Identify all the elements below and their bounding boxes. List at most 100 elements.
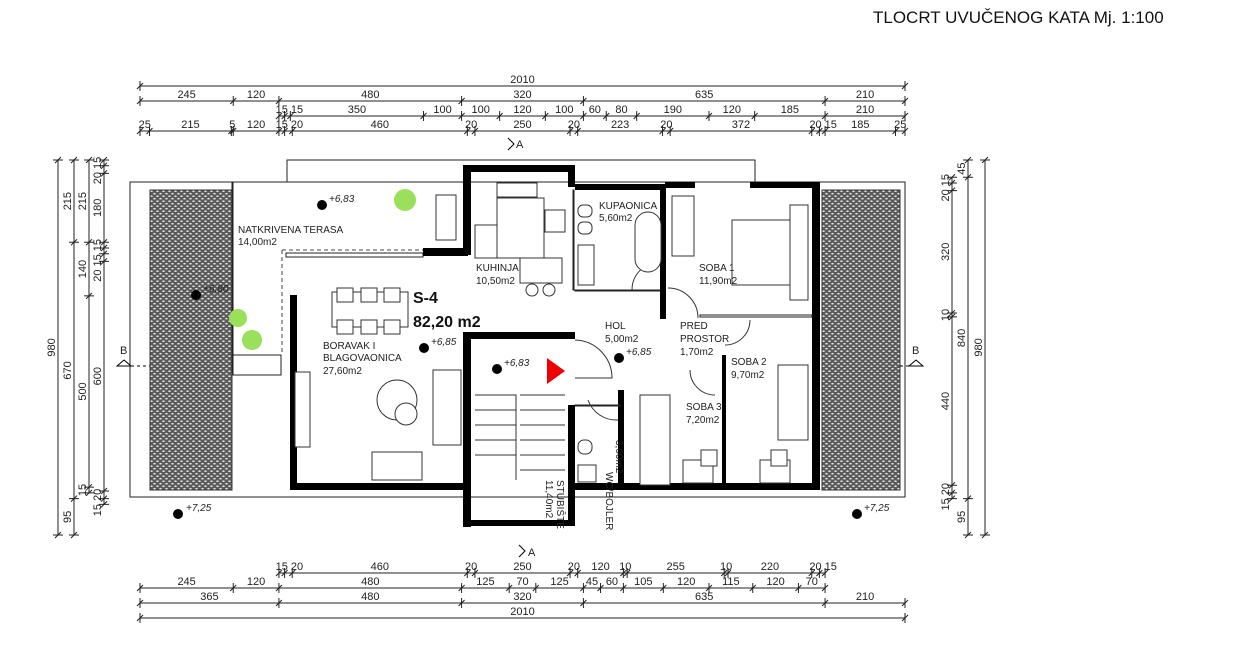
dimension-tick [705,111,713,121]
dimension-tick [566,126,574,136]
dimension-value: 15 [276,119,288,131]
dimension-tick [471,568,479,578]
dimension-value: 320 [513,89,531,101]
section-b-left: B [120,345,127,357]
dimension-value: 440 [940,392,952,410]
dimension-value: 60 [589,104,601,116]
dimension-tick [463,126,471,136]
dimension-value: 25 [894,119,906,131]
dimension-tick [496,111,504,121]
dimension-tick [947,495,957,503]
dimension-value: 20 [809,119,821,131]
dimension-value: 223 [611,119,629,131]
room-name: SOBA 1 [699,263,735,274]
dimension-tick [505,583,513,593]
dimension-value: 20 [660,119,672,131]
dimension-tick [901,96,909,106]
dimension-value: 245 [177,576,195,588]
dimension-tick [808,126,816,136]
dimension-tick [99,495,109,503]
drawing-title: TLOCRT UVUČENOG KATA Mj. 1:100 [873,8,1164,27]
dimension-tick [751,111,759,121]
dimension-value: 80 [615,104,627,116]
dimension-tick [623,568,631,578]
dimension-value: 20 [465,119,477,131]
dimension-tick [53,156,63,164]
dimension-tick [580,583,587,593]
dimension-value: 100 [471,104,489,116]
dimension-tick [136,613,144,623]
elevation-markers: +6,83 +6,80 +6,85 +6,83 +6,85 +7,25 +7,2… [173,194,890,519]
dimension-tick [816,126,823,136]
dimension-tick [892,126,899,136]
dimension-value: 15 [940,498,952,510]
dimension-value: 20 [92,270,104,282]
dimension-value: 15 [77,484,89,496]
room-area: 14,00m2 [238,237,277,248]
dimension-tick [795,583,802,593]
dimension-tick [821,598,829,608]
dimension-value: 15 [276,104,288,116]
dimension-tick [620,583,627,593]
dimension-value: 365 [200,591,218,603]
dimension-value: 250 [513,561,531,573]
room-name: STUBIŠTE [554,480,567,529]
dimension-tick [275,126,283,136]
dimension-tick [69,238,79,246]
dimension-tick [286,111,294,121]
dimension-tick [136,81,144,91]
dimension-tick [458,598,465,608]
room-name: PRED [680,321,708,332]
dimension-value: 125 [476,576,494,588]
plant-icon [229,309,247,327]
elevation-label: +7,25 [186,503,212,514]
dimension-tick [229,126,237,136]
staircase [475,394,565,480]
dimension-value: 215 [62,192,74,210]
dimension-value: 635 [695,591,713,603]
dimension-value: 185 [851,119,869,131]
dimension-tick [963,156,973,164]
dimension-value: 255 [667,561,685,573]
dimension-value: 670 [62,361,74,379]
dimension-tick [580,96,587,106]
section-a-top: A [516,139,524,151]
dimension-value: 180 [92,199,104,217]
dimension-tick [229,96,237,106]
dimension-value: 20 [291,561,303,573]
dimension-tick [84,156,94,164]
dimension-tick [947,173,957,181]
dimension-tick [84,238,94,246]
dimension-value: 15 [825,561,837,573]
dimension-tick [275,96,283,106]
dimension-value: 210 [856,591,874,603]
dimension-tick [99,156,109,164]
dimension-tick [620,568,627,578]
room-name: KUPAONICA [599,201,657,212]
elevation-label: +6,85 [626,347,652,358]
dimension-value: 25 [139,119,151,131]
dimension-tick [281,126,288,136]
dimension-value: 15 [276,561,288,573]
dimension-tick [980,156,990,164]
room-area: 9,70m2 [731,370,765,381]
dimension-value: 120 [723,104,741,116]
dimension-tick [602,111,610,121]
dimension-tick [901,598,909,608]
dimension-tick [99,238,109,246]
dimension-tick [659,126,666,136]
dimension-tick [69,156,79,164]
unit-area: 82,20 m2 [413,314,481,331]
room-name: BORAVAK I [323,341,375,352]
dimension-tick [281,568,288,578]
canopy-line [281,249,425,355]
dimension-tick [275,598,283,608]
dimension-tick [458,583,465,593]
room-name: SOBA 2 [731,357,767,368]
dimension-tick [84,292,94,300]
dimension-tick [420,111,427,121]
dimension-tick [633,111,641,121]
dimension-tick [963,531,973,539]
dimension-value: 635 [695,89,713,101]
dimension-tick [99,170,109,177]
